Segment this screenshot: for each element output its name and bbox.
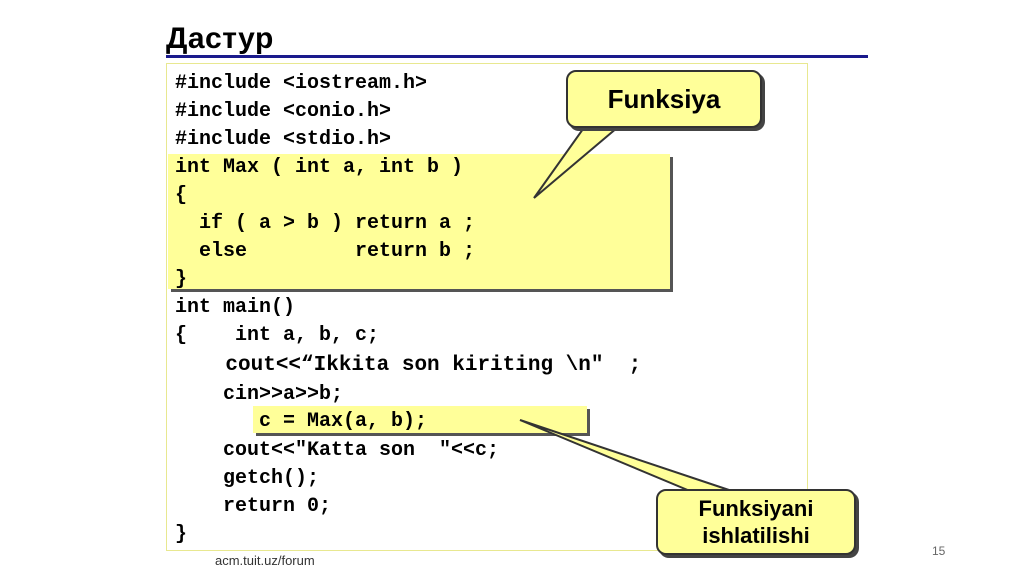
code-line: return 0; [175,495,332,518]
usage-callout-label-line1: Funksiyani [698,496,814,521]
code-line: } [175,268,188,291]
code-line: #include <conio.h> [175,100,392,123]
function-highlight [168,154,670,289]
function-callout: Funksiya [566,70,762,128]
usage-callout-label-line2: ishlatilishi [702,523,810,548]
code-line: #include <stdio.h> [175,128,392,151]
code-line: } [175,523,188,546]
code-line: c = Max(a, b); [175,410,428,433]
page-number: 15 [932,544,946,558]
slide-title: Дастур [166,22,274,55]
code-line: cin>>a>>b; [175,383,344,406]
function-callout-label: Funksiya [607,83,721,114]
usage-callout: Funksiyani ishlatilishi [656,489,856,555]
function-callout-pointer [533,121,627,199]
call-highlight [253,406,587,433]
code-line: { int a, b, c; [175,324,380,347]
usage-callout-pointer [519,419,733,492]
code-line: int main() [175,296,296,319]
code-line: { [175,184,188,207]
code-line: if ( a > b ) return a ; [175,212,476,235]
code-box [166,63,808,551]
code-line: getch(); [175,467,320,490]
code-line: #include <iostream.h> [175,72,428,95]
code-line: int Max ( int a, int b ) [175,156,464,179]
title-underline [166,55,868,58]
code-line: cout<<"Katta son "<<c; [175,439,500,462]
code-line: cout<<“Ikkita son kiriting \n" ; [175,354,642,377]
code-line: else return b ; [175,240,476,263]
footer-link: acm.tuit.uz/forum [215,553,315,568]
